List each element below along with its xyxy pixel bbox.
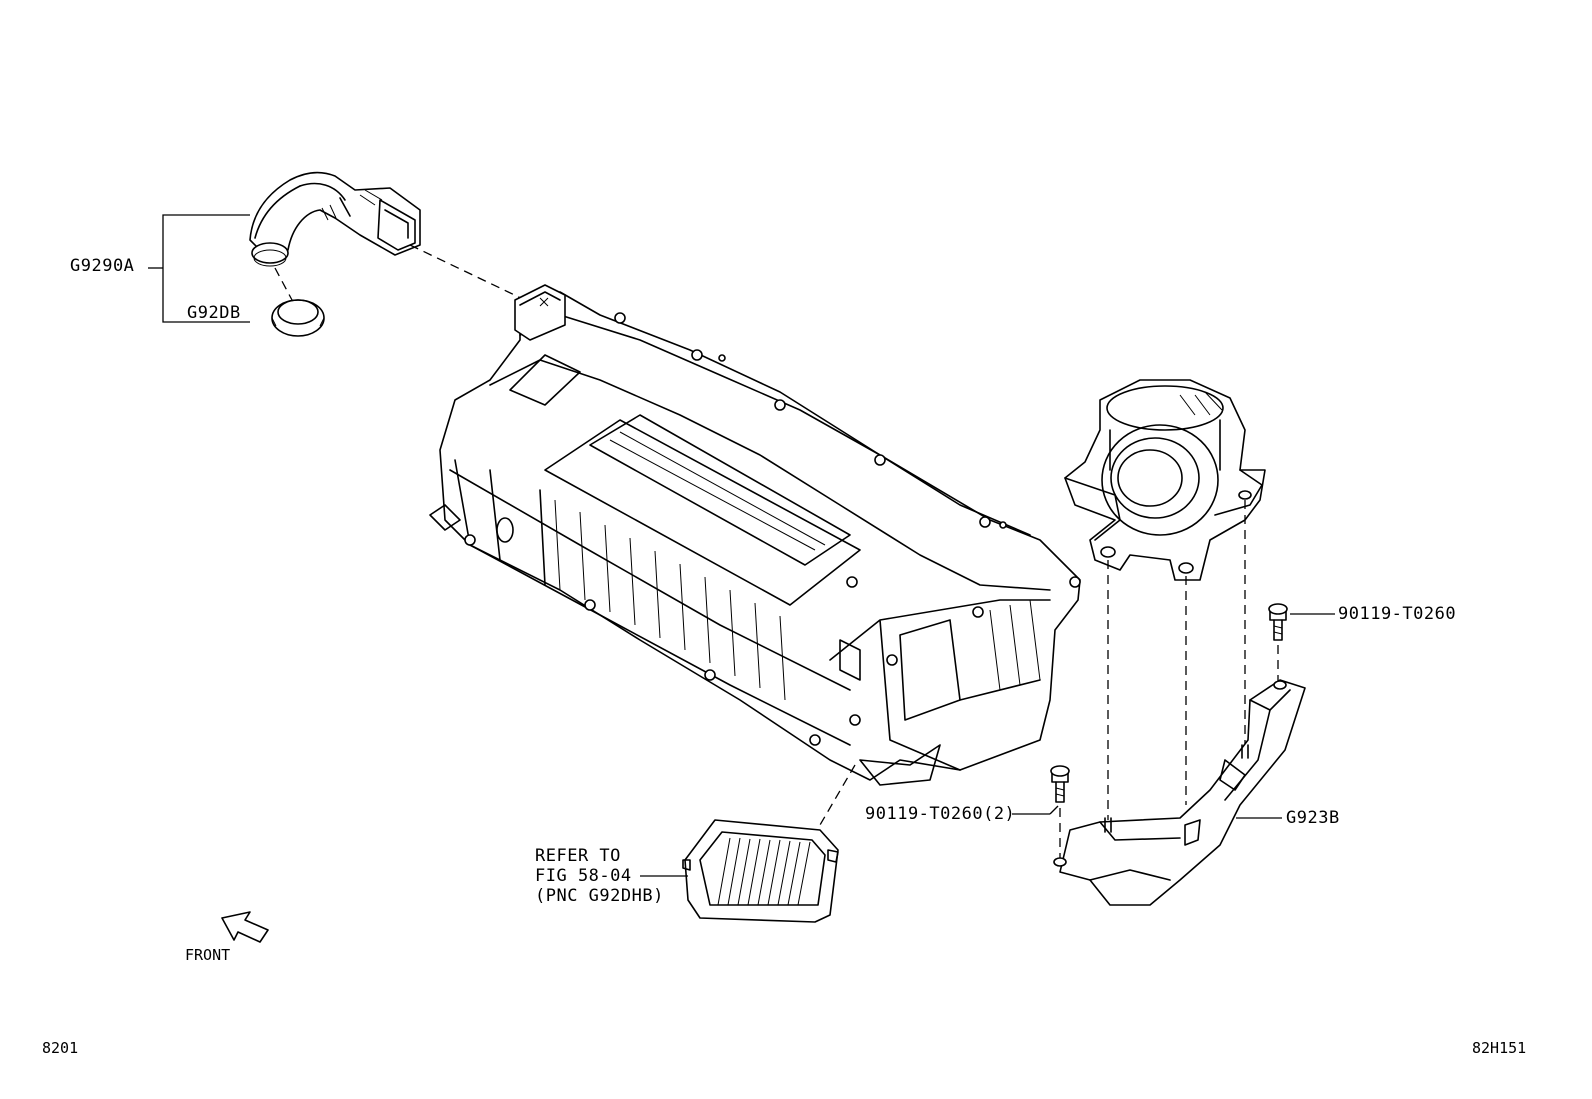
- refer-text-line2: FIG 58-04: [535, 866, 632, 886]
- bolt-upper-part: [1268, 603, 1288, 641]
- bolt-lower-part: [1050, 765, 1070, 803]
- refer-text-line3: (PNC G92DHB): [535, 886, 664, 906]
- label-hose-assembly: G9290A: [70, 256, 135, 276]
- duct-hose-part: [249, 171, 421, 267]
- battery-pack: [429, 284, 1081, 786]
- page-code-right: 82H151: [1472, 1039, 1527, 1057]
- filter-part: [682, 819, 839, 923]
- front-arrow-icon: [221, 911, 269, 943]
- page-code-left: 8201: [42, 1039, 79, 1057]
- blower-fan-part: [1064, 379, 1266, 581]
- label-bracket: G923B: [1286, 808, 1340, 828]
- label-bolt-lower: 90119-T0260(2): [865, 804, 1016, 824]
- hose-leader-lines: [148, 214, 250, 323]
- label-bolt-upper: 90119-T0260: [1338, 604, 1457, 624]
- label-front: FRONT: [185, 946, 231, 964]
- refer-text-line1: REFER TO: [535, 846, 621, 866]
- gasket-part: [271, 299, 325, 337]
- bracket-part: [1053, 679, 1306, 906]
- battery-bolts: [464, 312, 1081, 746]
- label-gasket: G92DB: [187, 303, 241, 323]
